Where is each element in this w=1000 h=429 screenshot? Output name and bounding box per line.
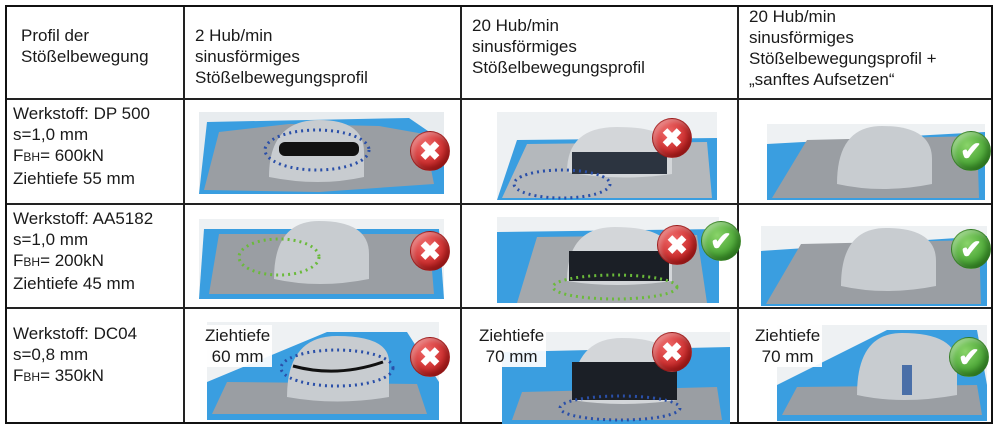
- column-divider: [737, 7, 739, 422]
- part-image-dp500-2hub: [199, 112, 444, 194]
- column-divider: [183, 7, 185, 422]
- header-line: „sanftes Aufsetzen“: [749, 70, 895, 89]
- material-name: Werkstoff: DP 500: [13, 104, 151, 123]
- row-divider: [7, 98, 991, 100]
- thickness: s=1,0 mm: [13, 230, 89, 249]
- overlay-line: Ziehtiefe: [479, 326, 545, 345]
- material-name: Werkstoff: AA5182: [13, 209, 154, 228]
- column-divider: [460, 7, 462, 422]
- thickness: s=1,0 mm: [13, 125, 89, 144]
- header-line: 20 Hub/min: [749, 7, 836, 26]
- fail-icon: ✖: [652, 332, 692, 372]
- pass-icon: ✔: [949, 337, 989, 377]
- header-line: Stößelbewegungsprofil: [472, 58, 645, 77]
- part-image-dp500-soft: [767, 124, 985, 200]
- blankholder-force: FBH= 200kN: [13, 251, 104, 270]
- row-divider: [7, 307, 991, 309]
- header-line: 2 Hub/min: [195, 26, 273, 45]
- header-2-hub: 2 Hub/min sinusförmiges Stößelbewegungsp…: [185, 25, 460, 88]
- header-20-hub-soft: 20 Hub/min sinusförmiges Stößelbewegungs…: [739, 6, 989, 90]
- part-image-aa5182-2hub: [199, 219, 444, 299]
- material-name: Werkstoff: DC04: [13, 324, 138, 343]
- fail-icon: ✖: [410, 231, 450, 271]
- header-line: sinusförmiges: [749, 28, 854, 47]
- pass-icon: ✔: [701, 221, 741, 261]
- header-line: sinusförmiges: [195, 47, 300, 66]
- drawing-depth-overlay: Ziehtiefe 70 mm: [477, 325, 547, 367]
- header-line: Stößelbewegungsprofil: [195, 68, 368, 87]
- blankholder-force: FBH= 600kN: [13, 146, 104, 165]
- overlay-line: 70 mm: [761, 347, 814, 366]
- drawing-depth: Ziehtiefe 45 mm: [13, 274, 135, 293]
- header-line: sinusförmiges: [472, 37, 577, 56]
- header-line: Profil der: [21, 26, 90, 45]
- row-divider: [7, 203, 991, 205]
- fail-icon: ✖: [410, 337, 450, 377]
- header-line: 20 Hub/min: [472, 16, 559, 35]
- overlay-line: Ziehtiefe: [205, 326, 271, 345]
- fail-icon: ✖: [652, 118, 692, 158]
- drawing-depth-overlay: Ziehtiefe 60 mm: [203, 325, 273, 367]
- part-image-aa5182-soft: [761, 226, 987, 306]
- comparison-table: Profil der Stößelbewegung 2 Hub/min sinu…: [5, 5, 993, 424]
- overlay-line: Ziehtiefe: [755, 326, 821, 345]
- blankholder-force: FBH= 350kN: [13, 366, 104, 385]
- thickness: s=0,8 mm: [13, 345, 89, 364]
- overlay-line: 60 mm: [211, 347, 264, 366]
- drawing-depth: Ziehtiefe 55 mm: [13, 169, 135, 188]
- drawing-depth-overlay: Ziehtiefe 70 mm: [753, 325, 823, 367]
- pass-icon: ✔: [951, 229, 991, 269]
- fail-icon: ✖: [657, 225, 697, 265]
- material-aa5182: Werkstoff: AA5182 s=1,0 mm FBH= 200kN Zi…: [13, 208, 183, 294]
- fail-icon: ✖: [410, 131, 450, 171]
- pass-icon: ✔: [951, 131, 991, 171]
- overlay-line: 70 mm: [485, 347, 538, 366]
- header-line: Stößelbewegungsprofil +: [749, 49, 937, 68]
- header-20-hub: 20 Hub/min sinusförmiges Stößelbewegungs…: [462, 15, 737, 78]
- material-dc04: Werkstoff: DC04 s=0,8 mm FBH= 350kN: [13, 323, 183, 388]
- header-line: Stößelbewegung: [21, 47, 149, 66]
- header-profile: Profil der Stößelbewegung: [7, 25, 183, 67]
- material-dp500: Werkstoff: DP 500 s=1,0 mm FBH= 600kN Zi…: [13, 103, 183, 189]
